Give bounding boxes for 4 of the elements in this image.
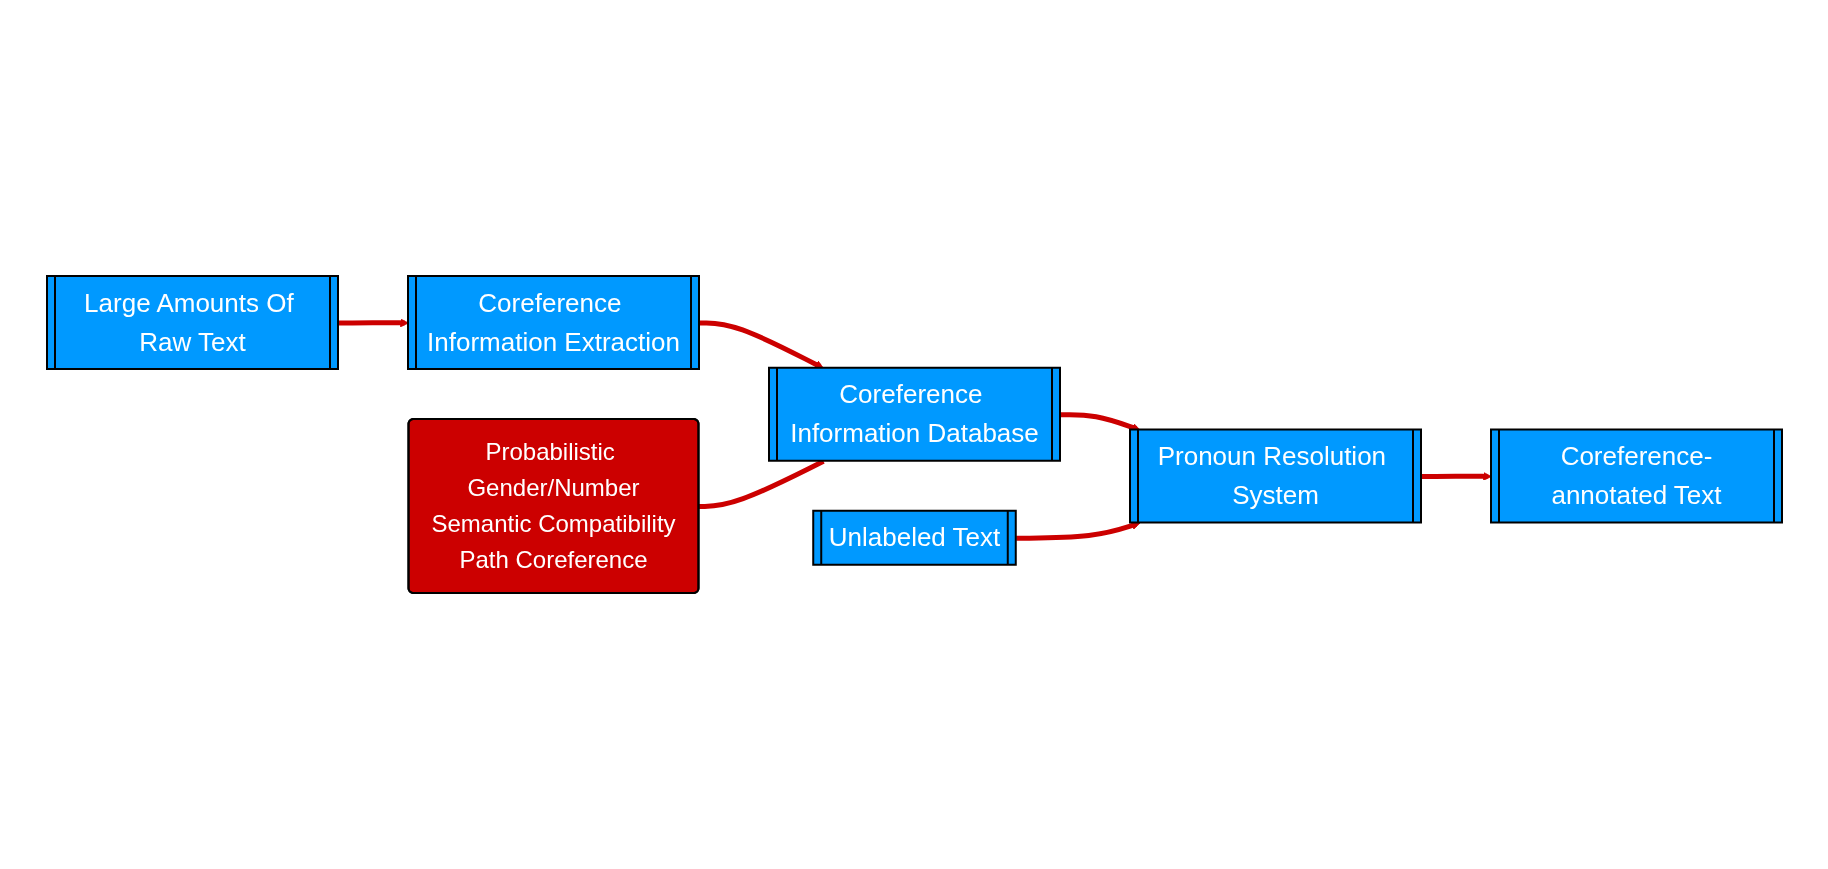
arrow [1059,412,1140,432]
arrow [1015,521,1140,541]
arrow [1420,472,1492,481]
arrow [337,318,409,328]
